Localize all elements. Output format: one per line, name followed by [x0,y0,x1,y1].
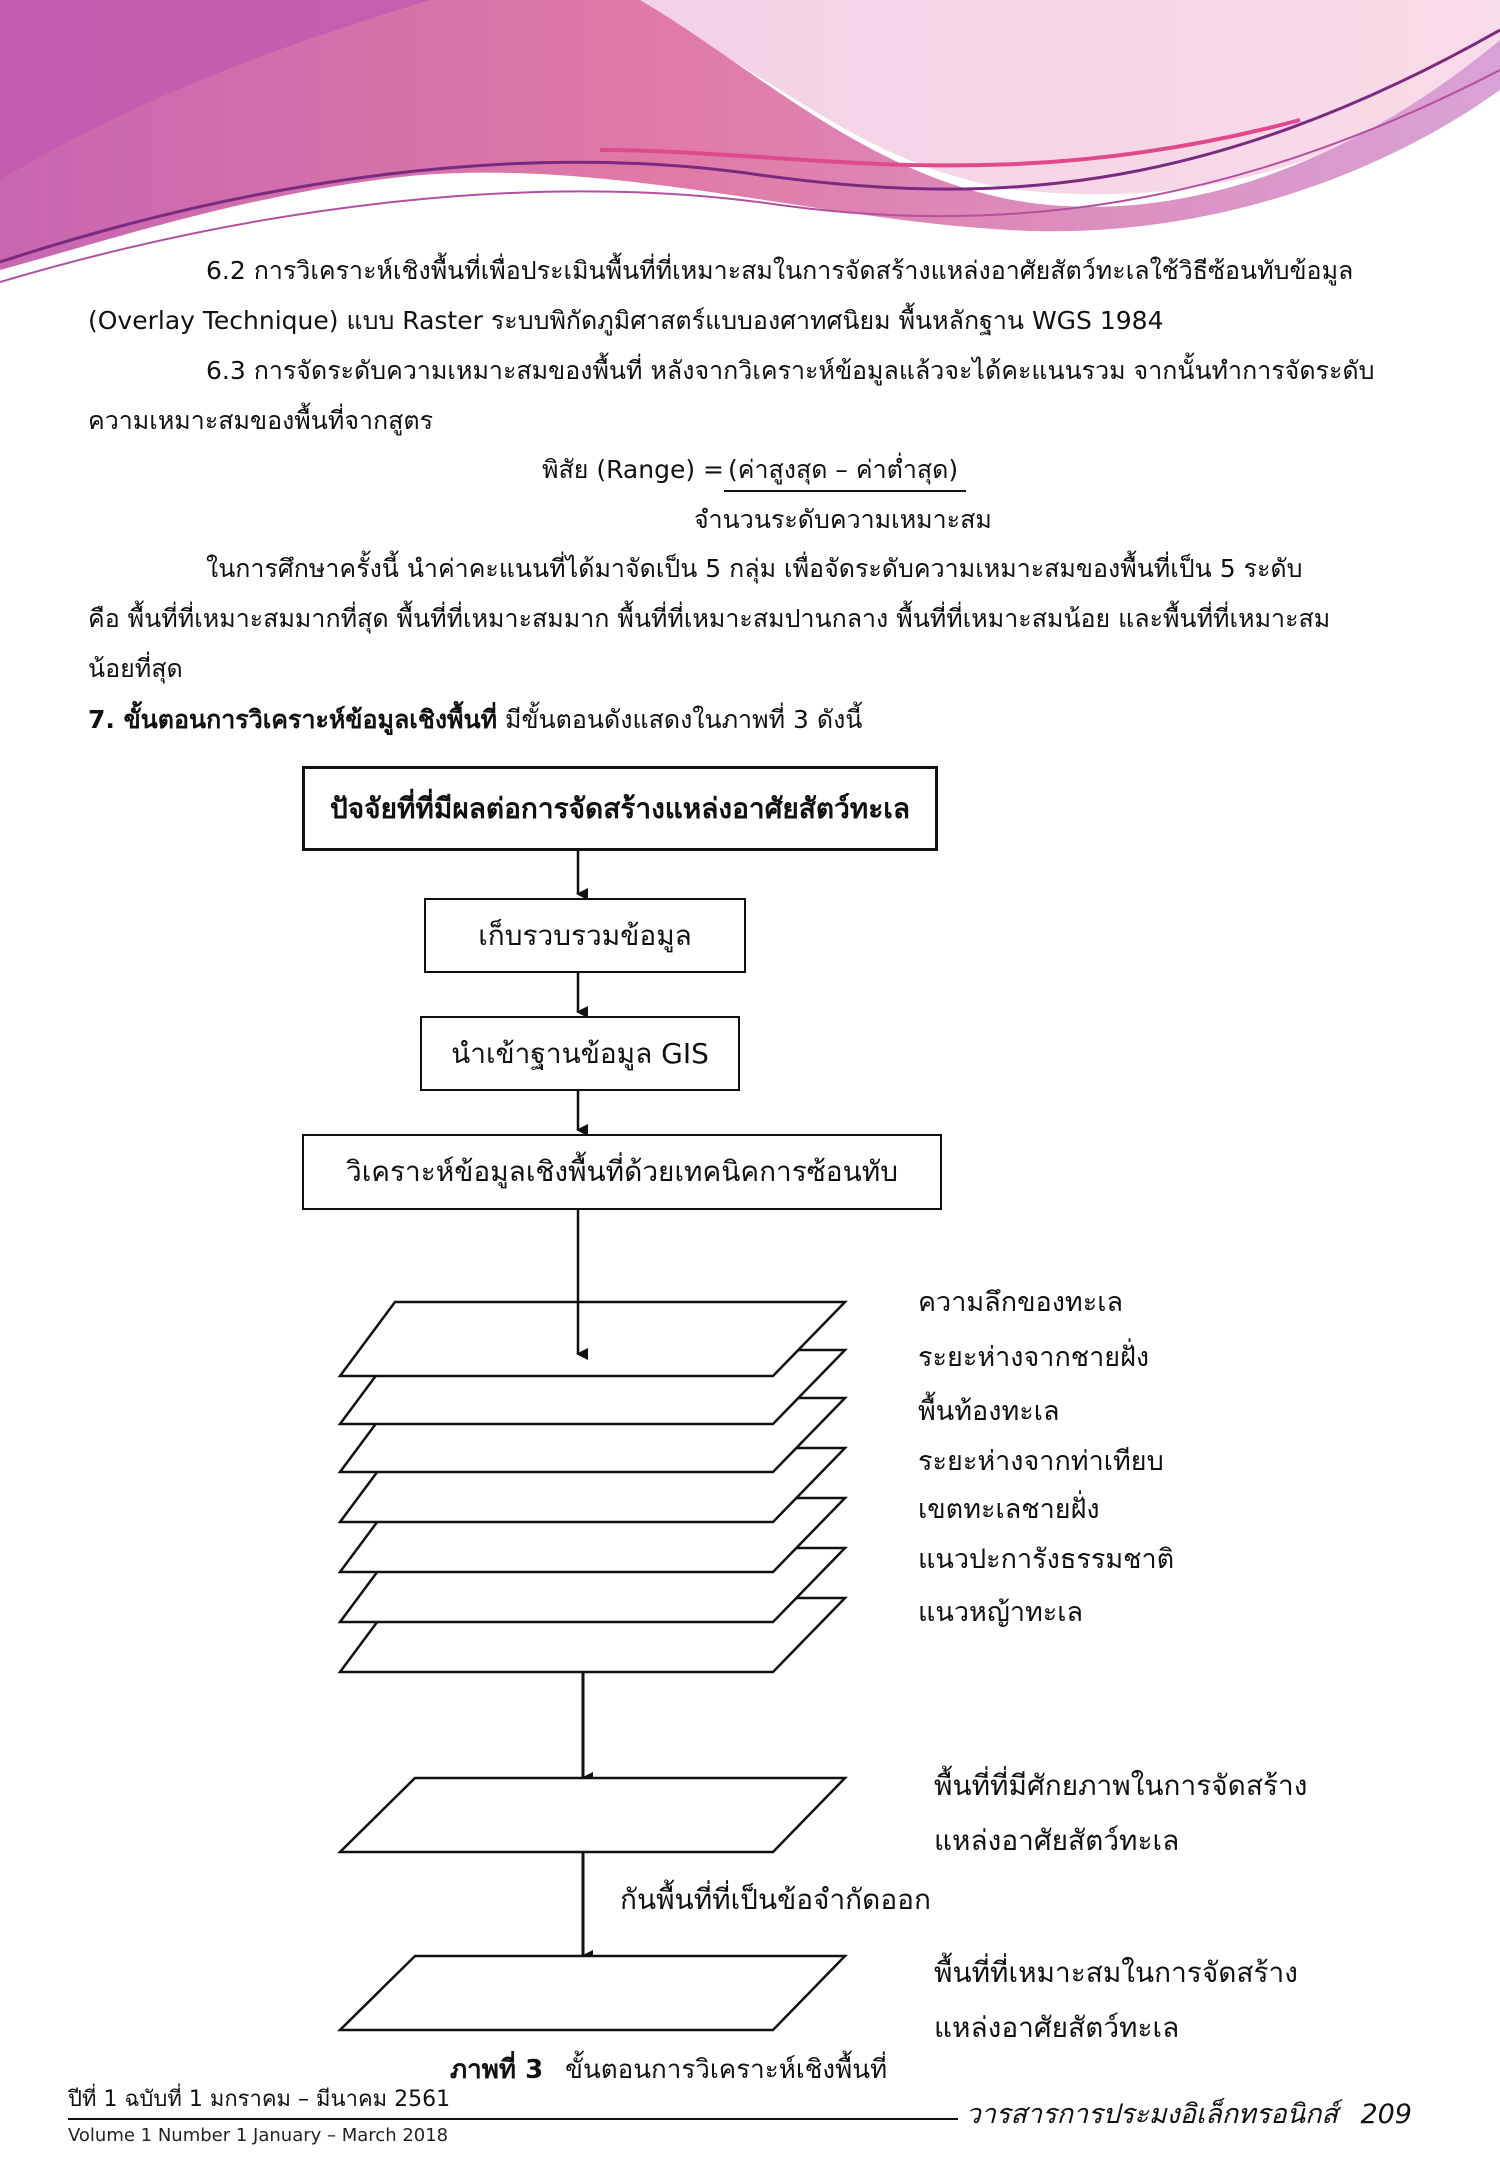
layer-sheet-6 [337,1546,848,1624]
paragraph-study: ในการศึกษาครั้งนี้ นำค่าคะแนนที่ได้มาจัด… [88,544,1413,694]
paragraph-6-3-line1: 6.3 การจัดระดับความเหมาะสมของพื้นที่ หลั… [206,356,1375,385]
layer-label-depth: ความลึกของทะเล [918,1287,1124,1318]
suitable-area-label: พื้นที่ที่เหมาะสมในการจัดสร้าง แหล่งอาศั… [934,1945,1298,2055]
footer-page-number: 209 [1360,2099,1412,2130]
flow-box-analyze: วิเคราะห์ข้อมูลเชิงพื้นที่ด้วยเทคนิคการซ… [302,1134,942,1210]
formula-left: พิสัย (Range) = [542,455,724,484]
paragraph-study-line1: ในการศึกษาครั้งนี้ นำค่าคะแนนที่ได้มาจัด… [206,554,1303,583]
figure-caption: ภาพที่ 3 ขั้นตอนการวิเคราะห์เชิงพื้นที่ [450,2050,887,2090]
footer-journal: วารสารการประมงอิเล็กทรอนิกส์ 209 [966,2092,1412,2135]
layer-label-coastal-zone: เขตทะเลชายฝั่ง [918,1494,1100,1525]
suitable-area-line2: แหล่งอาศัยสัตว์ทะเล [934,2011,1180,2044]
layer-sheet-3 [337,1396,848,1474]
suitable-area-sheet [336,1954,848,2032]
flow-box-import: นำเข้าฐานข้อมูล GIS [420,1016,740,1091]
paragraph-study-line2: คือ พื้นที่ที่เหมาะสมมากที่สุด พื้นที่ที… [88,604,1331,633]
flow-box-collect: เก็บรวบรวมข้อมูล [424,898,746,973]
paragraph-6-3: 6.3 การจัดระดับความเหมาะสมของพื้นที่ หลั… [88,346,1413,446]
layer-label-shore-distance: ระยะห่างจากชายฝั่ง [918,1342,1150,1373]
layer-stack [337,1300,848,1674]
footer-issue-english: Volume 1 Number 1 January – March 2018 [68,2125,449,2146]
potential-area-sheet [336,1776,848,1854]
paragraph-6-2: 6.2 การวิเคราะห์เชิงพื้นที่เพื่อประเมินพ… [88,246,1413,346]
flow-box-factors: ปัจจัยที่ที่มีผลต่อการจัดสร้างแหล่งอาศัย… [302,766,938,851]
layer-sheet-2 [337,1348,848,1426]
layer-label-seabed: พื้นท้องทะเล [918,1396,1060,1427]
layer-label-pier-distance: ระยะห่างจากท่าเทียบ [918,1446,1164,1477]
potential-area-label: พื้นที่ที่มีศักยภาพในการจัดสร้าง แหล่งอา… [934,1758,1307,1868]
layer-sheet-7 [337,1596,848,1674]
exclude-constraints-label: กันพื้นที่ที่เป็นข้อจำกัดออก [620,1883,931,1916]
header-wave-banner [0,0,1500,283]
section-7-title: 7. ขั้นตอนการวิเคราะห์ข้อมูลเชิงพื้นที่ [88,705,498,734]
potential-area-line1: พื้นที่ที่มีศักยภาพในการจัดสร้าง [934,1769,1308,1802]
section-7-heading: 7. ขั้นตอนการวิเคราะห์ข้อมูลเชิงพื้นที่ … [88,700,862,740]
paragraph-study-line3: น้อยที่สุด [88,654,183,683]
formula-numerator: (ค่าสูงสุด – ค่าต่ำสุด) [724,450,967,492]
figure-caption-text: ขั้นตอนการวิเคราะห์เชิงพื้นที่ [565,2055,888,2085]
layer-label-coral-reef: แนวปะการังธรรมชาติ [918,1544,1175,1575]
paragraph-6-2-line1: 6.2 การวิเคราะห์เชิงพื้นที่เพื่อประเมินพ… [206,256,1354,285]
paragraph-6-2-line2: (Overlay Technique) แบบ Raster ระบบพิกัด… [88,306,1164,335]
footer-journal-name: วารสารการประมงอิเล็กทรอนิกส์ [965,2099,1338,2130]
layer-sheet-1 [337,1300,848,1378]
footer-issue-thai: ปีที่ 1 ฉบับที่ 1 มกราคม – มีนาคม 2561 [68,2087,451,2112]
figure-caption-label: ภาพที่ 3 [450,2055,544,2085]
footer-rule [68,2118,958,2120]
paragraph-6-3-line2: ความเหมาะสมของพื้นที่จากสูตร [88,406,434,435]
formula-denominator: จำนวนระดับความเหมาะสม [694,505,992,534]
layer-sheet-5 [337,1496,848,1574]
suitable-area-line1: พื้นที่ที่เหมาะสมในการจัดสร้าง [934,1956,1298,1989]
potential-area-line2: แหล่งอาศัยสัตว์ทะเล [934,1824,1180,1857]
layer-label-seagrass: แนวหญ้าทะเล [918,1597,1084,1628]
layer-sheet-4 [337,1446,848,1524]
section-7-desc: มีขั้นตอนดังแสดงในภาพที่ 3 ดังนี้ [497,705,863,734]
